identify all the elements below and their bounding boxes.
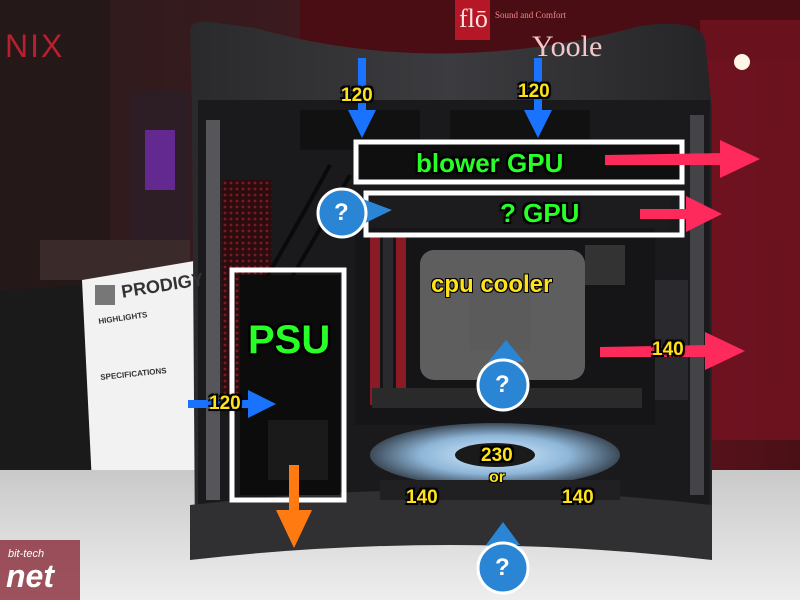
- booth-sign-left: NIX: [5, 28, 65, 64]
- case-right-pillar: [690, 115, 704, 495]
- fan-label-bottom-or: or: [489, 469, 505, 486]
- gpu-card-second: [370, 198, 670, 228]
- fan-label-bottom-center: 230: [481, 445, 513, 466]
- booth-sign-right: Yoole: [532, 30, 603, 63]
- second-gpu-label: ? GPU: [500, 198, 580, 228]
- right-red-glow: [700, 20, 800, 440]
- question-badge-cpu-icon: [476, 340, 530, 412]
- blower-gpu-label: blower GPU: [416, 148, 564, 178]
- rear-io-panel: [650, 280, 688, 400]
- question-mark-bottom: ?: [495, 554, 510, 581]
- cpu-cooler-label: cpu cooler: [431, 271, 553, 298]
- fan-label-top-left: 120: [341, 85, 373, 106]
- intake-arrow-top-right: [524, 58, 552, 138]
- question-mark-gpu: ?: [334, 199, 349, 226]
- exhaust-arrow-gpu-second: [640, 196, 722, 232]
- watermark-small: bit-tech: [8, 548, 45, 560]
- case-left-pillar: [206, 120, 220, 500]
- ram-slot-1: [370, 235, 380, 405]
- question-badge-bottom-icon: [476, 522, 530, 595]
- booth-display-purple: [145, 130, 175, 190]
- ceiling-light: [734, 54, 750, 70]
- ram-slot-2: [383, 235, 393, 405]
- fan-label-top-right: 120: [518, 81, 550, 102]
- fan-label-rear: 140: [652, 339, 684, 360]
- vrm-heatsink: [585, 245, 625, 285]
- cable-1: [263, 164, 332, 282]
- bottom-fan-hub: [455, 443, 535, 467]
- exhaust-arrow-rear: [600, 332, 745, 370]
- fan-label-side: 120: [209, 393, 241, 414]
- watermark-large: net: [6, 558, 54, 594]
- case-bottom-handle: [190, 490, 712, 560]
- watermark-bg: [0, 540, 80, 600]
- ram-slot-3: [396, 235, 406, 405]
- question-mark-cpu: ?: [495, 371, 510, 398]
- flo-tagline: Sound and Comfort: [495, 10, 566, 20]
- psu-box: [229, 267, 347, 503]
- bottom-fan-frame: [380, 480, 620, 500]
- intake-arrow-side: [188, 390, 276, 418]
- spec-logo-mark: [95, 285, 115, 305]
- flo-logo-box: [455, 0, 490, 40]
- fan-label-bottom-left: 140: [406, 487, 438, 508]
- psu-exhaust-arrow: [276, 465, 312, 548]
- intake-arrow-top-left: [348, 58, 376, 138]
- flo-logo: flō: [459, 4, 488, 33]
- psu-label: PSU: [248, 318, 331, 362]
- exhaust-arrow-gpu-top: [605, 140, 760, 178]
- question-badge-gpu-icon: [316, 187, 392, 239]
- cpu-socket: [470, 290, 530, 350]
- fan-label-bottom-right: 140: [562, 487, 594, 508]
